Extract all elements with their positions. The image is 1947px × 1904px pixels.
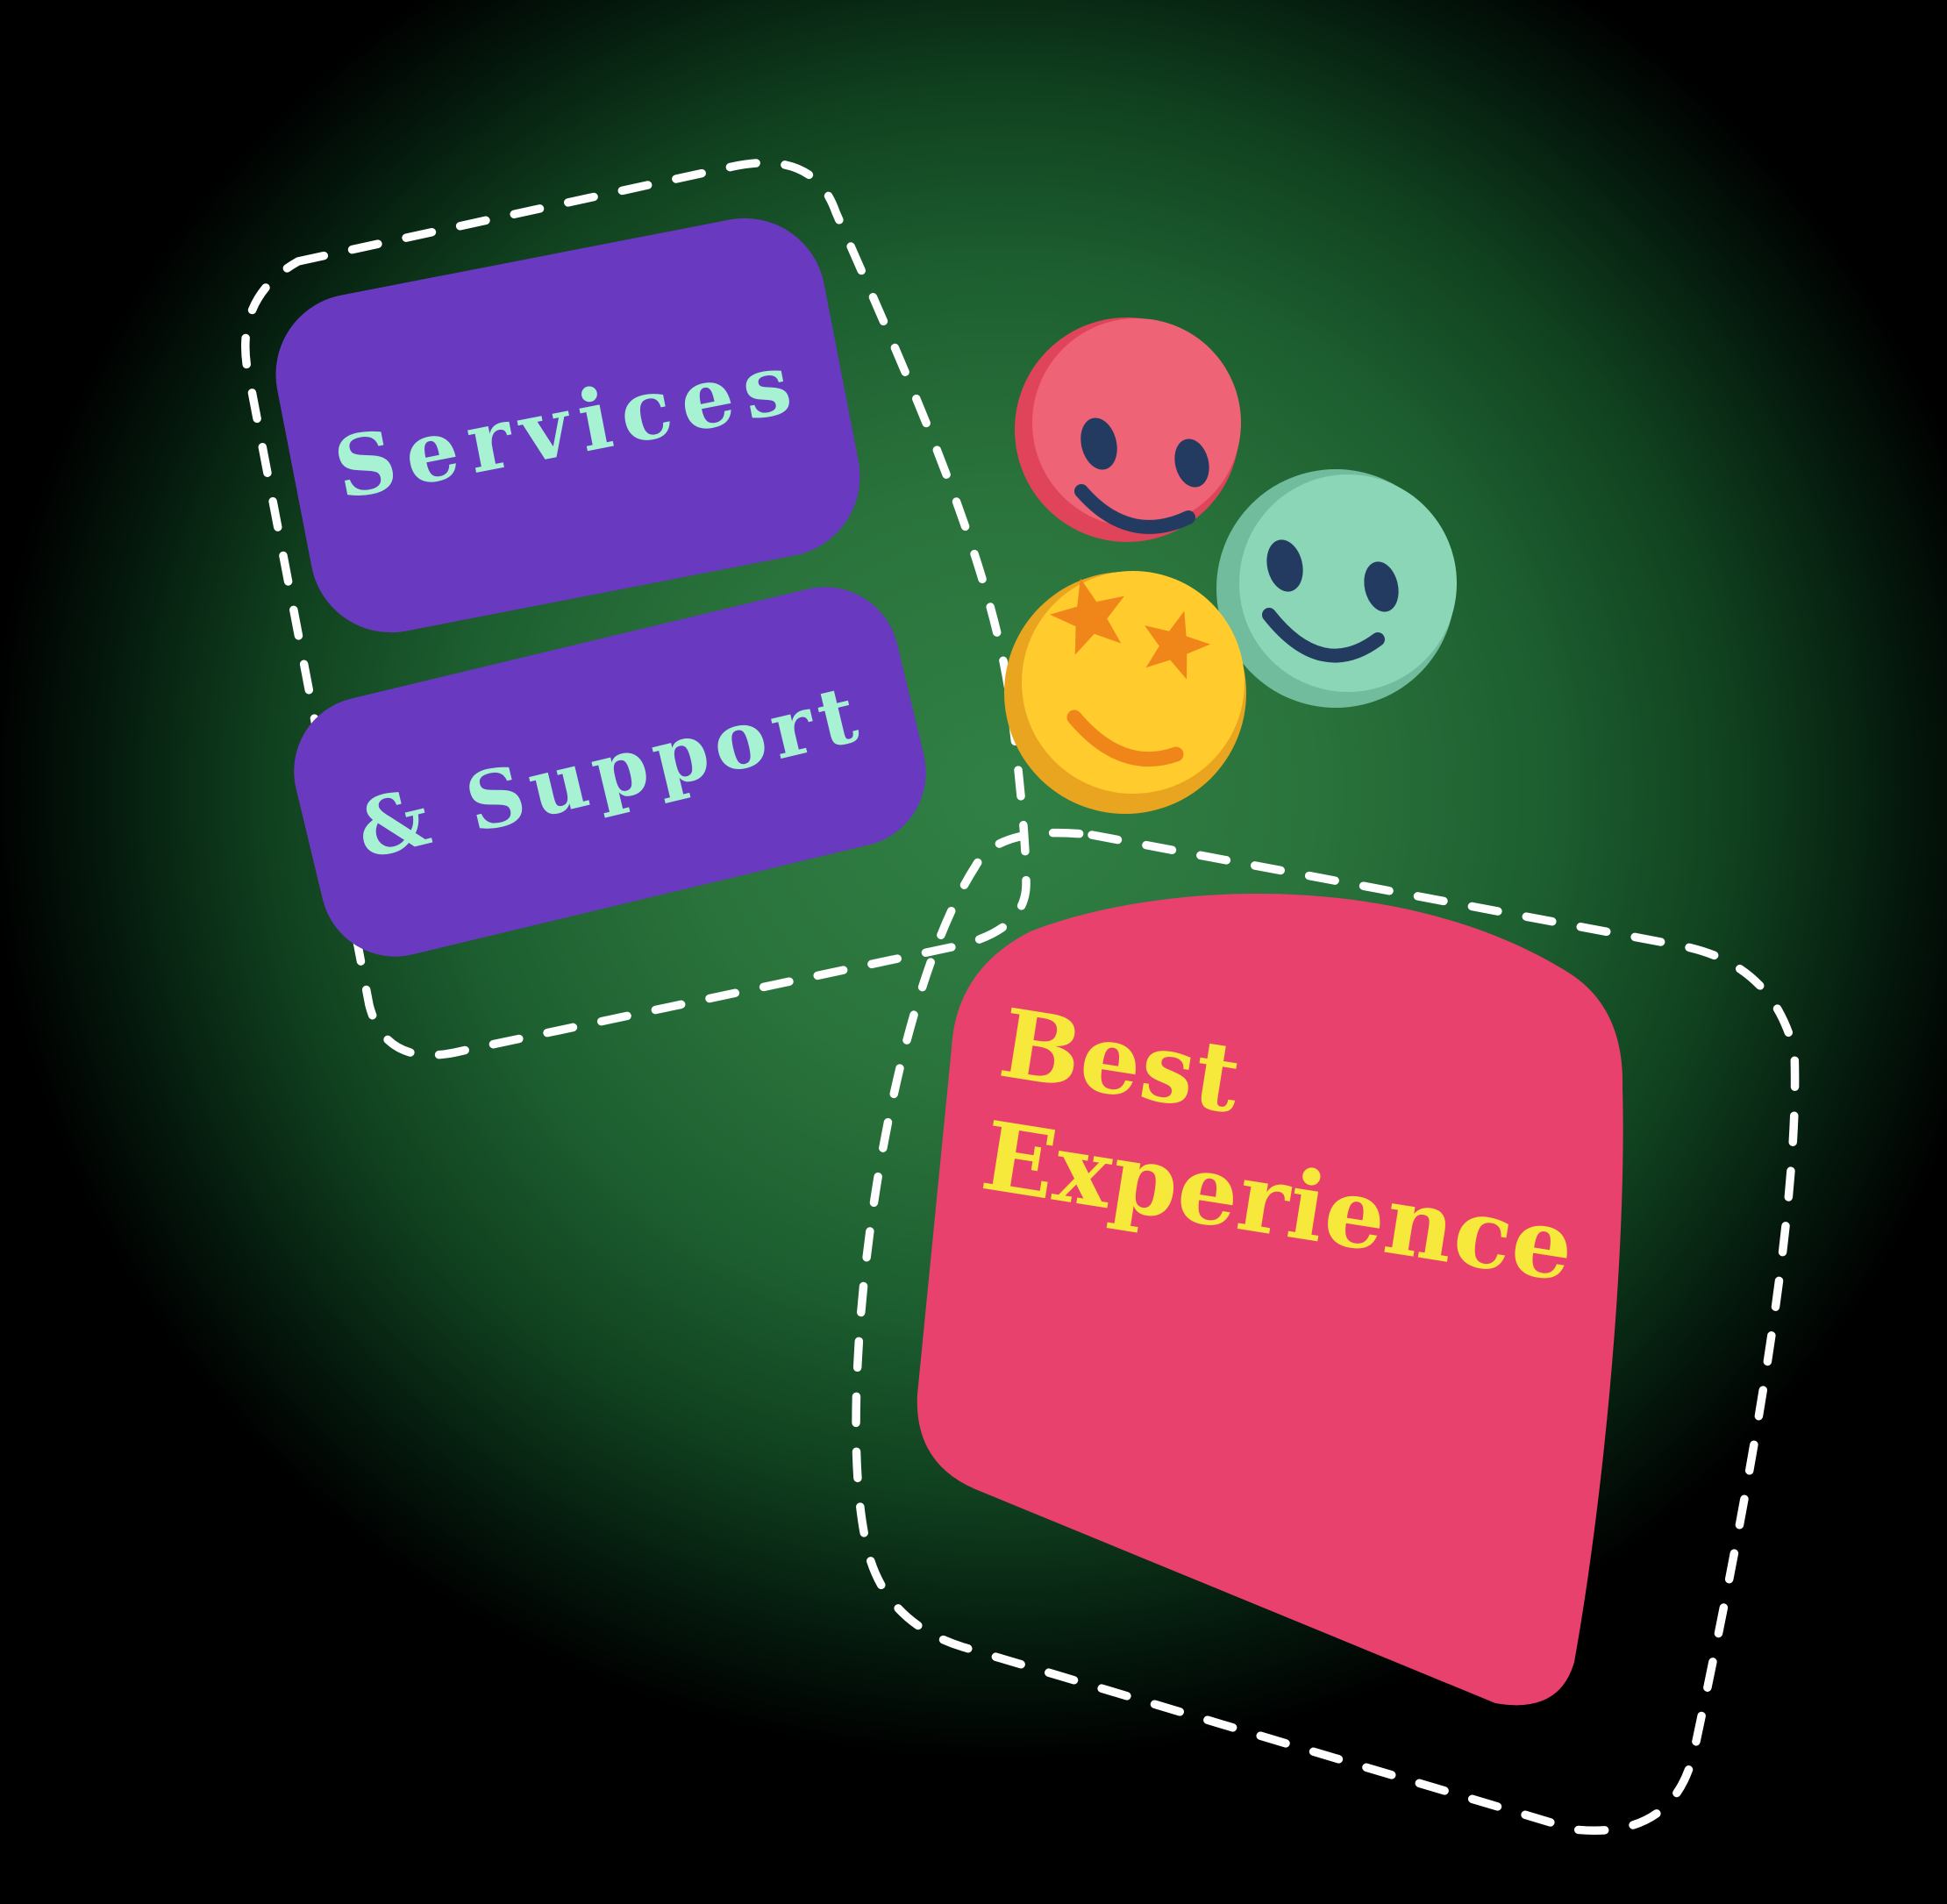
card-support-label: & Support <box>347 666 873 878</box>
smiley-yellow-star-eye-right <box>1145 610 1210 680</box>
smiley-happy-red-icon <box>1015 317 1241 542</box>
smiley-yellow-star-eye-left <box>1050 578 1125 655</box>
card-services-label: Services <box>326 332 809 518</box>
smiley-happy-teal-icon <box>1216 469 1457 708</box>
smiley-red-eye-right <box>1174 439 1209 488</box>
smiley-star-eyes-yellow-icon <box>1004 571 1246 814</box>
smiley-red-face <box>1032 318 1241 527</box>
smiley-yellow-smile <box>1066 710 1184 767</box>
smiley-red-smile <box>1074 484 1195 534</box>
smiley-teal-smile <box>1262 608 1385 663</box>
smiley-red-eye-left <box>1080 417 1117 470</box>
smiley-teal-eye-right <box>1364 561 1399 612</box>
dashed-outline-experience-group <box>852 828 1800 1835</box>
dashed-outline-services-group <box>241 158 1031 1059</box>
smiley-teal-eye-left <box>1266 539 1303 592</box>
card-best-experience <box>916 894 1623 1706</box>
